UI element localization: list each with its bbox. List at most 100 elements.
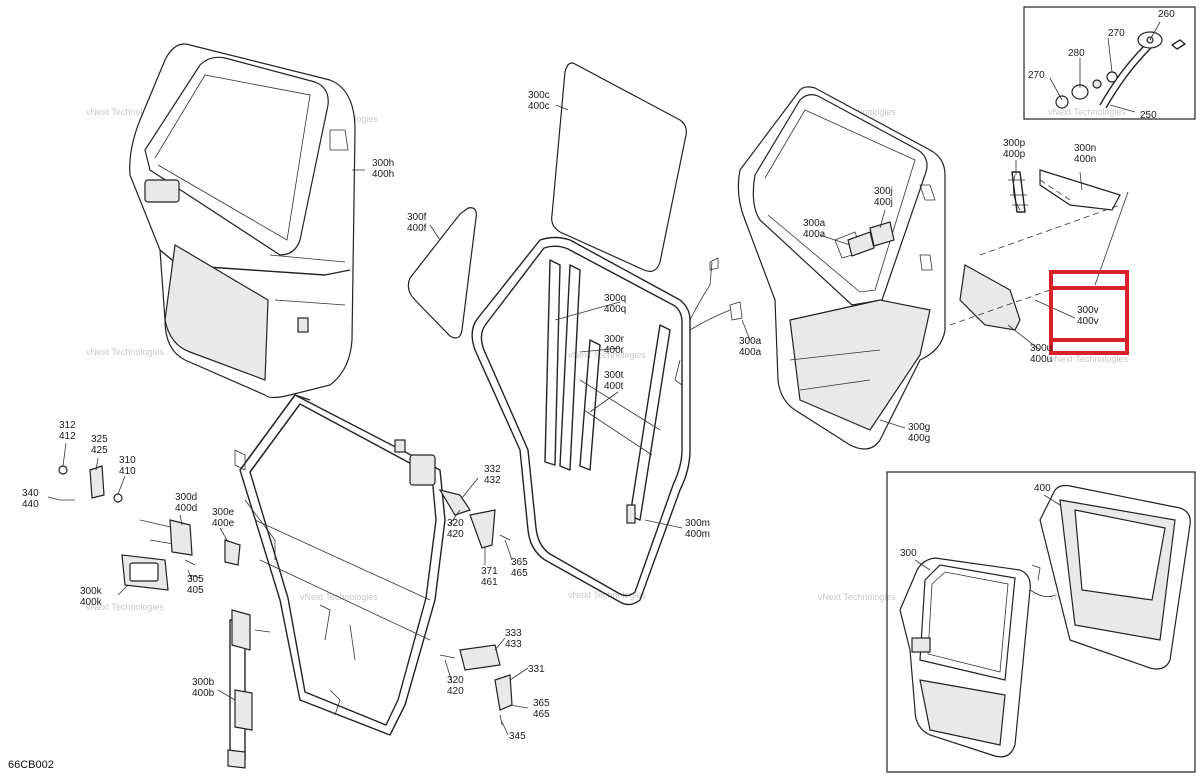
part-label-line: 400g xyxy=(908,433,930,444)
part-label: 280 xyxy=(1068,48,1085,59)
part-label: 400 xyxy=(1034,483,1051,494)
part-label-line: 280 xyxy=(1068,48,1085,59)
left-door-panel xyxy=(129,43,356,399)
part-label-line: 400k xyxy=(80,597,103,608)
part-label-line: 400n xyxy=(1074,154,1096,165)
part-label-line: 365 xyxy=(533,698,550,709)
highlight-box xyxy=(1049,270,1129,355)
part-label-line: 300j xyxy=(874,186,893,197)
door-frame xyxy=(234,394,446,736)
part-label: 345 xyxy=(509,731,526,742)
part-label-line: 400f xyxy=(407,223,427,234)
part-label-line: 400m xyxy=(685,529,710,540)
inset-handle-box xyxy=(1023,6,1196,120)
part-label-line: 400u xyxy=(1030,354,1052,365)
part-label-line: 300u xyxy=(1030,343,1052,354)
part-label-line: 300t xyxy=(604,370,624,381)
part-label-line: 400d xyxy=(175,503,197,514)
right-door-panel xyxy=(737,86,946,450)
part-label-line: 300e xyxy=(212,507,235,518)
part-label: 270 xyxy=(1108,28,1125,39)
part-label-line: 440 xyxy=(22,499,39,510)
part-label: 250 xyxy=(1140,110,1157,121)
part-label-line: 425 xyxy=(91,445,108,456)
part-label-line: 465 xyxy=(511,568,528,579)
part-label-line: 332 xyxy=(484,464,501,475)
part-label-line: 300d xyxy=(175,492,197,503)
watermark-text: vNext Technologies xyxy=(568,350,646,360)
inset-doors-box xyxy=(886,471,1196,773)
part-label-line: 300q xyxy=(604,293,626,304)
part-label-line: 340 xyxy=(22,488,39,499)
part-label-line: 400r xyxy=(604,345,625,356)
watermark-text: vNext Technologies xyxy=(1048,107,1126,117)
leader-lines xyxy=(47,21,1161,736)
part-label-line: 312 xyxy=(59,420,76,431)
part-label-line: 270 xyxy=(1108,28,1125,39)
part-label-line: 320 xyxy=(447,675,464,686)
part-label-line: 400a xyxy=(803,229,826,240)
part-label-line: 300a xyxy=(803,218,826,229)
glass-panel-300c xyxy=(551,62,687,272)
part-label-line: 432 xyxy=(484,475,501,486)
part-label-line: 400q xyxy=(604,304,626,315)
part-label-line: 300a xyxy=(739,336,762,347)
part-label-line: 300r xyxy=(604,334,625,345)
part-label-line: 405 xyxy=(187,585,204,596)
watermark-text: vNext Technologies xyxy=(86,107,164,117)
part-label-line: 420 xyxy=(447,529,464,540)
window-channel xyxy=(471,236,743,606)
part-label-line: 420 xyxy=(447,686,464,697)
part-label-line: 400h xyxy=(372,169,394,180)
part-label-line: 325 xyxy=(91,434,108,445)
part-label-line: 300n xyxy=(1074,143,1096,154)
part-label-line: 331 xyxy=(528,664,545,675)
part-label: 270 xyxy=(1028,70,1045,81)
part-label-line: 433 xyxy=(505,639,522,650)
part-label-line: 371 xyxy=(481,566,498,577)
part-label-line: 365 xyxy=(511,557,528,568)
part-label-line: 400p xyxy=(1003,149,1026,160)
right-small-parts xyxy=(949,169,1129,331)
part-label-line: 270 xyxy=(1028,70,1045,81)
part-label-line: 305 xyxy=(187,574,204,585)
part-label-line: 412 xyxy=(59,431,76,442)
part-label-line: 300v xyxy=(1077,305,1099,316)
watermark-text: vNext Technologies xyxy=(86,347,164,357)
part-label-line: 300m xyxy=(685,518,710,529)
diagram-code: 66CB002 xyxy=(8,759,54,771)
glass-panel-300f xyxy=(407,207,477,339)
watermark-text: vNext Technologies xyxy=(86,602,164,612)
part-label-line: 400j xyxy=(874,197,893,208)
part-label-line: 400e xyxy=(212,518,235,529)
part-label: 300 xyxy=(900,548,917,559)
part-label-line: 260 xyxy=(1158,9,1175,20)
watermark-text: vNext Technologies xyxy=(1050,354,1128,364)
